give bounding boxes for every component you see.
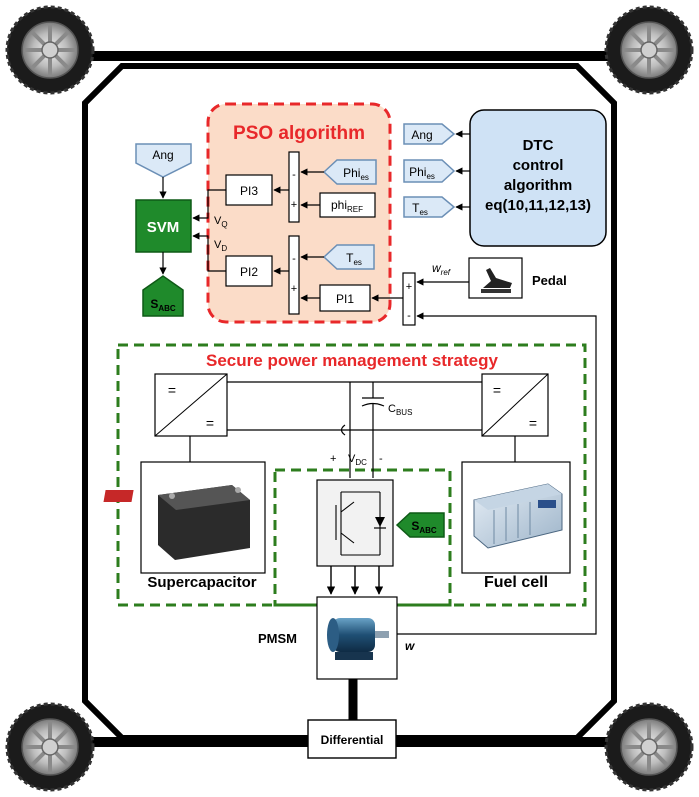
pmsm-motor-block [316,596,398,680]
svg-text:Tes: Tes [346,251,362,267]
dcdc-converter-right: = = [481,373,549,437]
svg-text:CBUS: CBUS [388,403,412,417]
svg-text:=: = [529,415,537,431]
svg-text:SABC: SABC [411,519,437,535]
dc-bus [189,381,516,478]
sum-bar-flux [288,151,300,223]
pso-phi-es-tag: Phies [322,159,377,185]
svg-text:-: - [292,169,296,181]
svm-block: SVM [135,199,192,253]
svg-text:Ang: Ang [411,128,432,142]
pedal-label: Pedal [532,273,567,288]
fuelcell-label: Fuel cell [484,574,548,591]
supercapacitor-label: Supercapacitor [147,574,256,591]
svm-ang-tag: Ang [135,143,192,178]
svg-text:wref: wref [432,261,451,277]
speed-w-label: w [405,639,415,653]
dtc-t-es-tag: Tes [403,196,456,218]
svg-text:=: = [206,415,214,431]
svg-text:PI3: PI3 [240,184,258,198]
differential-block [307,719,397,759]
pi2-block [225,255,273,287]
svg-text:Phies: Phies [343,166,369,182]
svg-text:-: - [379,453,383,465]
svg-text:-: - [407,310,411,322]
dtc-phi-es-tag: Phies [403,159,456,183]
pi3-block [225,174,273,206]
fuelcell-block [461,461,571,574]
wheel-top-right [604,5,694,95]
pi1-block [319,284,371,312]
svg-text:Phies: Phies [409,165,435,181]
pmsm-label: PMSM [258,631,297,646]
svg-text:SABC: SABC [150,297,176,313]
svg-text:PI1: PI1 [336,292,354,306]
supercapacitor-block [103,461,266,574]
sum-bar-speed [402,272,416,326]
sum-bar-torque [288,235,300,315]
svg-text:Differential: Differential [321,733,384,747]
svg-text:=: = [493,382,501,398]
svg-text:phiREF: phiREF [331,198,363,214]
svg-text:eq(10,11,12,13): eq(10,11,12,13) [485,197,591,214]
svg-text:+: + [291,283,297,295]
pedal-icon [483,268,512,288]
svg-text:Ang: Ang [152,148,173,162]
wheel-bottom-right [604,702,694,792]
pso-title: PSO algorithm [233,123,365,144]
svg-text:+: + [291,199,297,211]
svg-text:VD: VD [214,239,227,253]
svg-text:SVM: SVM [147,219,180,236]
svg-text:VDC: VDC [348,453,367,467]
svg-text:+: + [330,453,336,465]
dtc-ang-tag: Ang [403,123,456,145]
svg-text:-: - [292,253,296,265]
svg-text:PI2: PI2 [240,265,258,279]
pedal-block [468,257,523,299]
svg-text:Tes: Tes [412,201,428,217]
motor-icon [333,618,375,652]
pso-t-es-tag: Tes [322,244,375,270]
svg-text:control: control [513,157,564,174]
dcdc-converter-left: = = [154,373,228,437]
svg-text:VQ: VQ [214,215,228,229]
wheel-top-left [5,5,95,95]
inverter-sabc-tag: SABC [395,512,445,538]
power-title: Secure power management strategy [206,351,498,370]
svg-text:algorithm: algorithm [504,177,572,194]
svm-sabc-tag: SABC [142,275,184,317]
dtc-block: DTC control algorithm eq(10,11,12,13) [469,109,607,247]
svg-text:=: = [168,382,176,398]
svg-text:+: + [406,281,412,293]
inverter-block [316,479,394,567]
wheel-bottom-left [5,702,95,792]
svg-text:DTC: DTC [523,137,554,154]
